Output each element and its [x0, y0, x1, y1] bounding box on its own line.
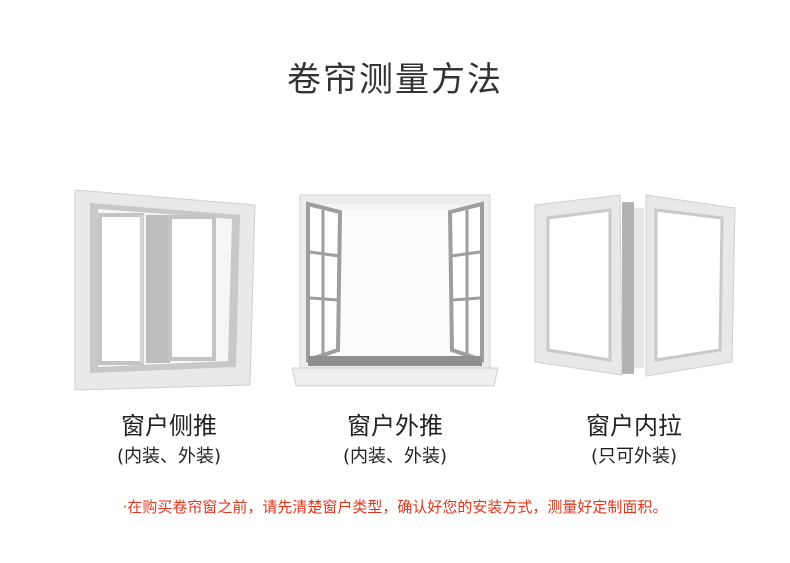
- window-sub-inward: (只可外装): [590, 446, 678, 467]
- inward-casement-illustration: [530, 190, 745, 385]
- window-label-sliding: 窗户侧推: [121, 412, 217, 440]
- outward-casement-illustration: [290, 190, 500, 395]
- sliding-window-illustration: [70, 185, 260, 395]
- page-title: 卷帘测量方法: [287, 60, 503, 100]
- window-sub-outward: (内装、外装): [342, 446, 448, 467]
- notice-text: ·在购买卷帘窗之前，请先清楚窗户类型，确认好您的安装方式，测量好定制面积。: [122, 498, 668, 516]
- window-label-outward: 窗户外推: [347, 412, 443, 440]
- window-sub-sliding: (内装、外装): [116, 446, 222, 467]
- window-label-inward: 窗户内拉: [586, 412, 682, 440]
